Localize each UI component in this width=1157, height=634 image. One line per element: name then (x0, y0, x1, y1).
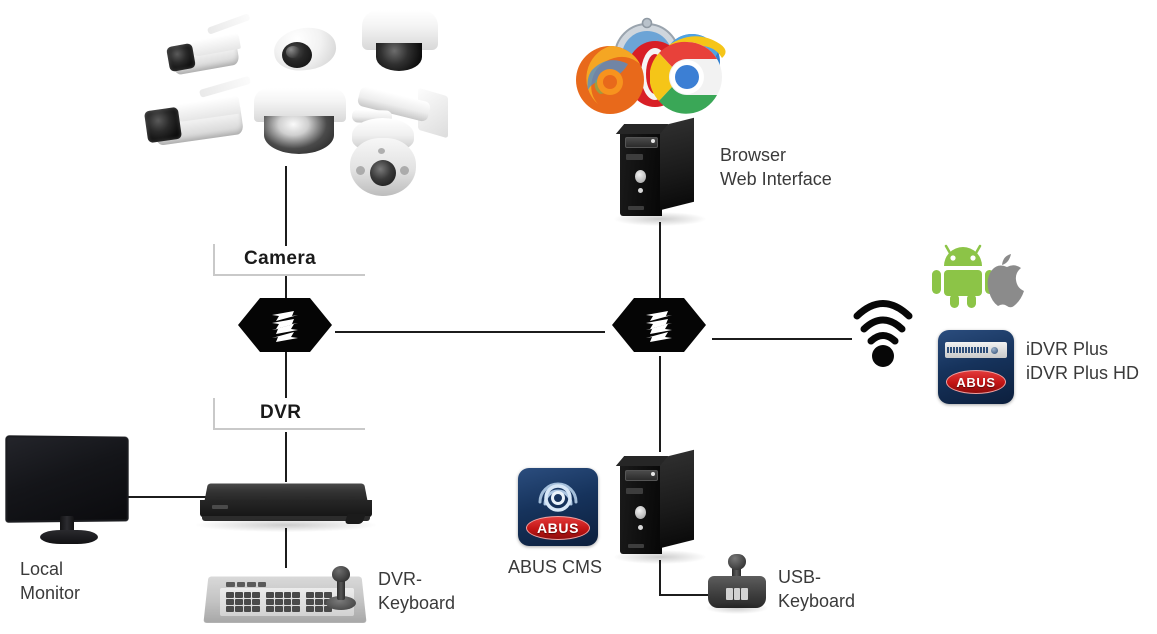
dvr-keyboard-label: DVR- Keyboard (378, 569, 456, 613)
abus-cms-label: ABUS CMS (508, 557, 603, 577)
dvr-keyboard[interactable] (202, 566, 370, 632)
link-dvr-to-keyboard (285, 528, 287, 568)
network-switch-right[interactable] (610, 296, 708, 354)
wifi-icon (853, 300, 913, 367)
camera-label-bracket (213, 244, 365, 276)
link-switch-to-cms-pc (659, 356, 661, 452)
local-monitor[interactable] (4, 435, 130, 552)
abus-badge: ABUS (526, 516, 590, 540)
idvr-plus-label: iDVR Plus iDVR Plus HD (1026, 339, 1140, 383)
network-switch-icon (238, 298, 332, 352)
abus-badge: ABUS (946, 370, 1006, 394)
link-cms-pc-to-usb-keyboard-horizontal (659, 594, 713, 596)
browser-icons (572, 14, 730, 118)
link-dvr-label-to-dvr (285, 432, 287, 482)
browser-web-interface-label: Browser Web Interface (720, 145, 832, 189)
local-monitor-label: Local Monitor (20, 559, 81, 603)
bullet-camera-icon (140, 75, 258, 150)
cms-lens-icon (538, 482, 578, 512)
link-browser-pc-to-switch (659, 222, 661, 306)
link-switch-left-to-dvr-label (285, 350, 287, 398)
usb-keyboard-label: USB- Keyboard (778, 567, 856, 611)
ip-cameras[interactable] (140, 4, 460, 204)
apple-icon (987, 254, 1024, 308)
network-switch-icon (612, 298, 706, 352)
browser-workstation[interactable] (614, 117, 706, 226)
turret-camera-icon (268, 23, 342, 76)
link-monitor-to-dvr (128, 496, 208, 498)
dome-camera-icon (250, 88, 354, 156)
link-switch-left-to-switch-right (335, 331, 605, 333)
network-switch-left[interactable] (236, 296, 334, 354)
wireless-access (852, 294, 914, 368)
chrome-icon (650, 41, 722, 114)
abus-cms-app-icon[interactable]: ABUS (518, 468, 598, 546)
link-camera-label-to-switch-left (285, 276, 287, 304)
firefox-icon (576, 46, 644, 114)
camera-label: Camera (244, 248, 317, 269)
abus-badge-text: ABUS (956, 374, 996, 390)
dvr-keyboard-keys (226, 592, 260, 612)
idvr-plus-app-icon[interactable]: ABUS (938, 330, 1014, 404)
link-cms-pc-to-usb-keyboard-vertical (659, 560, 661, 596)
ptz-speed-dome-camera-icon (336, 85, 460, 204)
mobile-platform-logos (930, 244, 1050, 308)
dvr-label: DVR (260, 402, 302, 423)
dome-camera-icon (358, 10, 446, 80)
dvr-keyboard-joystick[interactable] (326, 596, 356, 610)
usb-keyboard-keys (726, 588, 749, 600)
dvr-keyboard-keys (266, 592, 300, 612)
dvr-keyboard-function-row (226, 582, 266, 587)
dvr-recorder[interactable] (196, 478, 376, 532)
usb-keyboard[interactable] (706, 554, 768, 614)
bullet-camera-icon (160, 13, 252, 76)
link-cameras-to-camera-label (285, 166, 287, 246)
cms-workstation[interactable] (614, 449, 706, 564)
link-switch-to-wifi (712, 338, 852, 340)
dvr-label-bracket (213, 398, 365, 430)
abus-badge-text: ABUS (536, 520, 580, 536)
dvr-device-graphic (945, 342, 1007, 358)
